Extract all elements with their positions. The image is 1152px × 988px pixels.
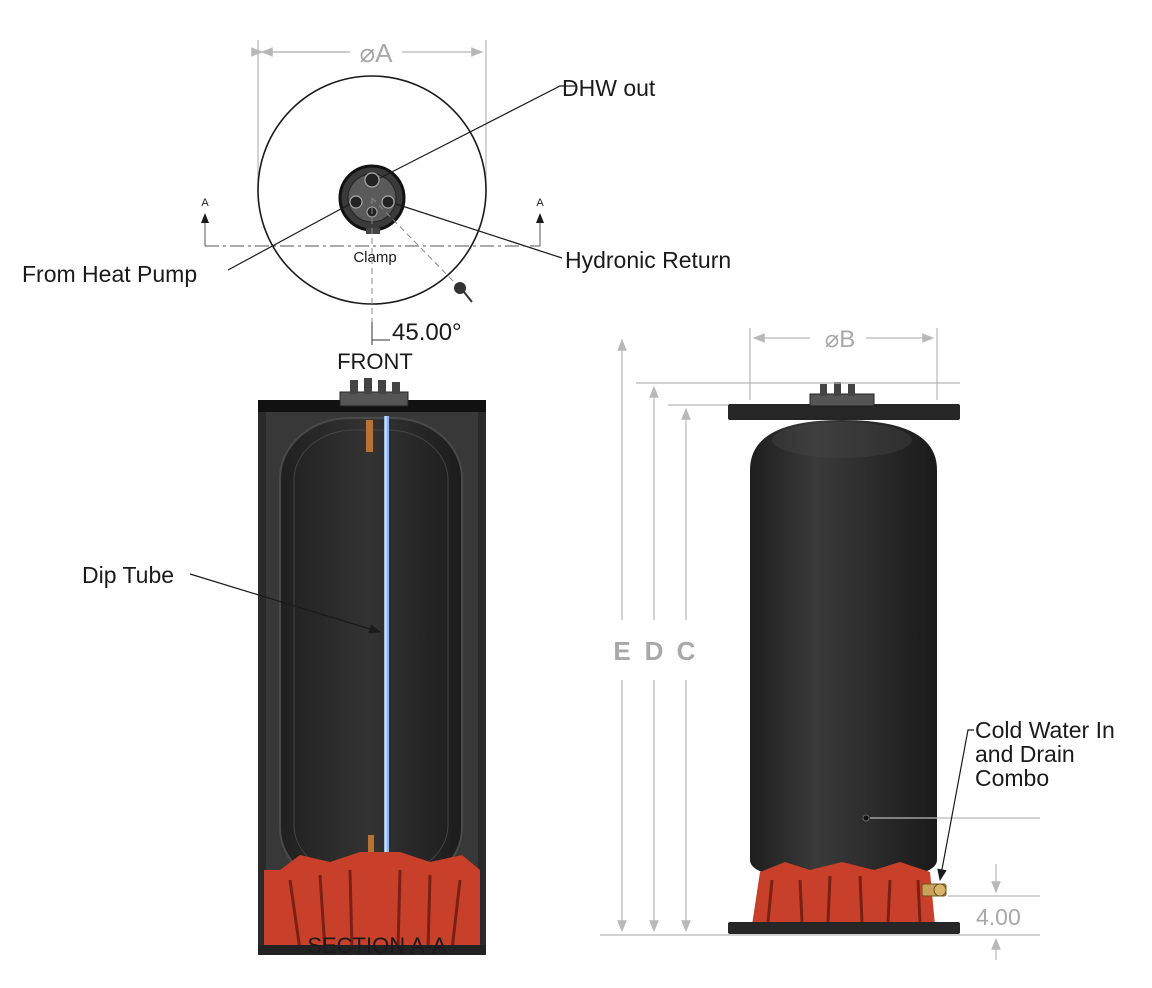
dhw-out-label: DHW out — [562, 75, 656, 101]
dim-4-label: 4.00 — [976, 904, 1021, 930]
port-heat-pump-icon — [349, 195, 363, 209]
dip-tube-label: Dip Tube — [82, 562, 174, 588]
dim-c-label: C — [677, 636, 696, 666]
top-view: ⌀A A A Clamp 45.00° FRONT DHW out — [22, 38, 731, 374]
dim-b-label: ⌀B — [825, 326, 855, 353]
bottom-plate — [728, 922, 960, 934]
heat-pump-leader — [227, 203, 351, 271]
port-hydronic-return-icon — [381, 195, 395, 209]
cold-water-label-line1: Cold Water In — [975, 717, 1115, 743]
hydronic-return-label: Hydronic Return — [565, 247, 731, 273]
dim-e-label: E — [613, 636, 630, 666]
dim-a-label: ⌀A — [360, 38, 394, 68]
angle-label: 45.00° — [392, 319, 462, 346]
angle-guide-line — [371, 197, 461, 289]
from-heat-pump-label: From Heat Pump — [22, 261, 197, 287]
section-title: SECTION A-A — [307, 933, 447, 958]
tank-body — [750, 420, 937, 882]
section-base — [264, 852, 480, 955]
dip-tube-leader — [189, 573, 382, 634]
dhw-out-leader — [379, 85, 575, 179]
port-dhw-out-icon — [364, 172, 380, 188]
cold-water-valve-icon — [921, 883, 947, 897]
dim-d-label: D — [645, 636, 664, 666]
hydronic-return-leader — [395, 203, 563, 259]
side-view: ⌀B E D C Cold — [600, 326, 1115, 960]
side-base — [752, 862, 935, 925]
cold-water-leader — [937, 729, 974, 882]
section-view: Dip Tube SECTION A-A — [82, 378, 486, 958]
copper-fitting-top — [366, 420, 373, 452]
front-label: FRONT — [337, 349, 413, 374]
section-marker-right: A — [536, 197, 544, 209]
clamp-label: Clamp — [353, 249, 396, 266]
section-marker-left: A — [201, 197, 209, 209]
drain-valve-icon — [454, 282, 473, 303]
clamp-icon — [366, 228, 380, 234]
section-inner-tank — [279, 417, 463, 889]
top-plate — [728, 404, 960, 420]
cold-water-label-line2: and Drain — [975, 741, 1075, 767]
cold-water-label-line3: Combo — [975, 765, 1049, 791]
